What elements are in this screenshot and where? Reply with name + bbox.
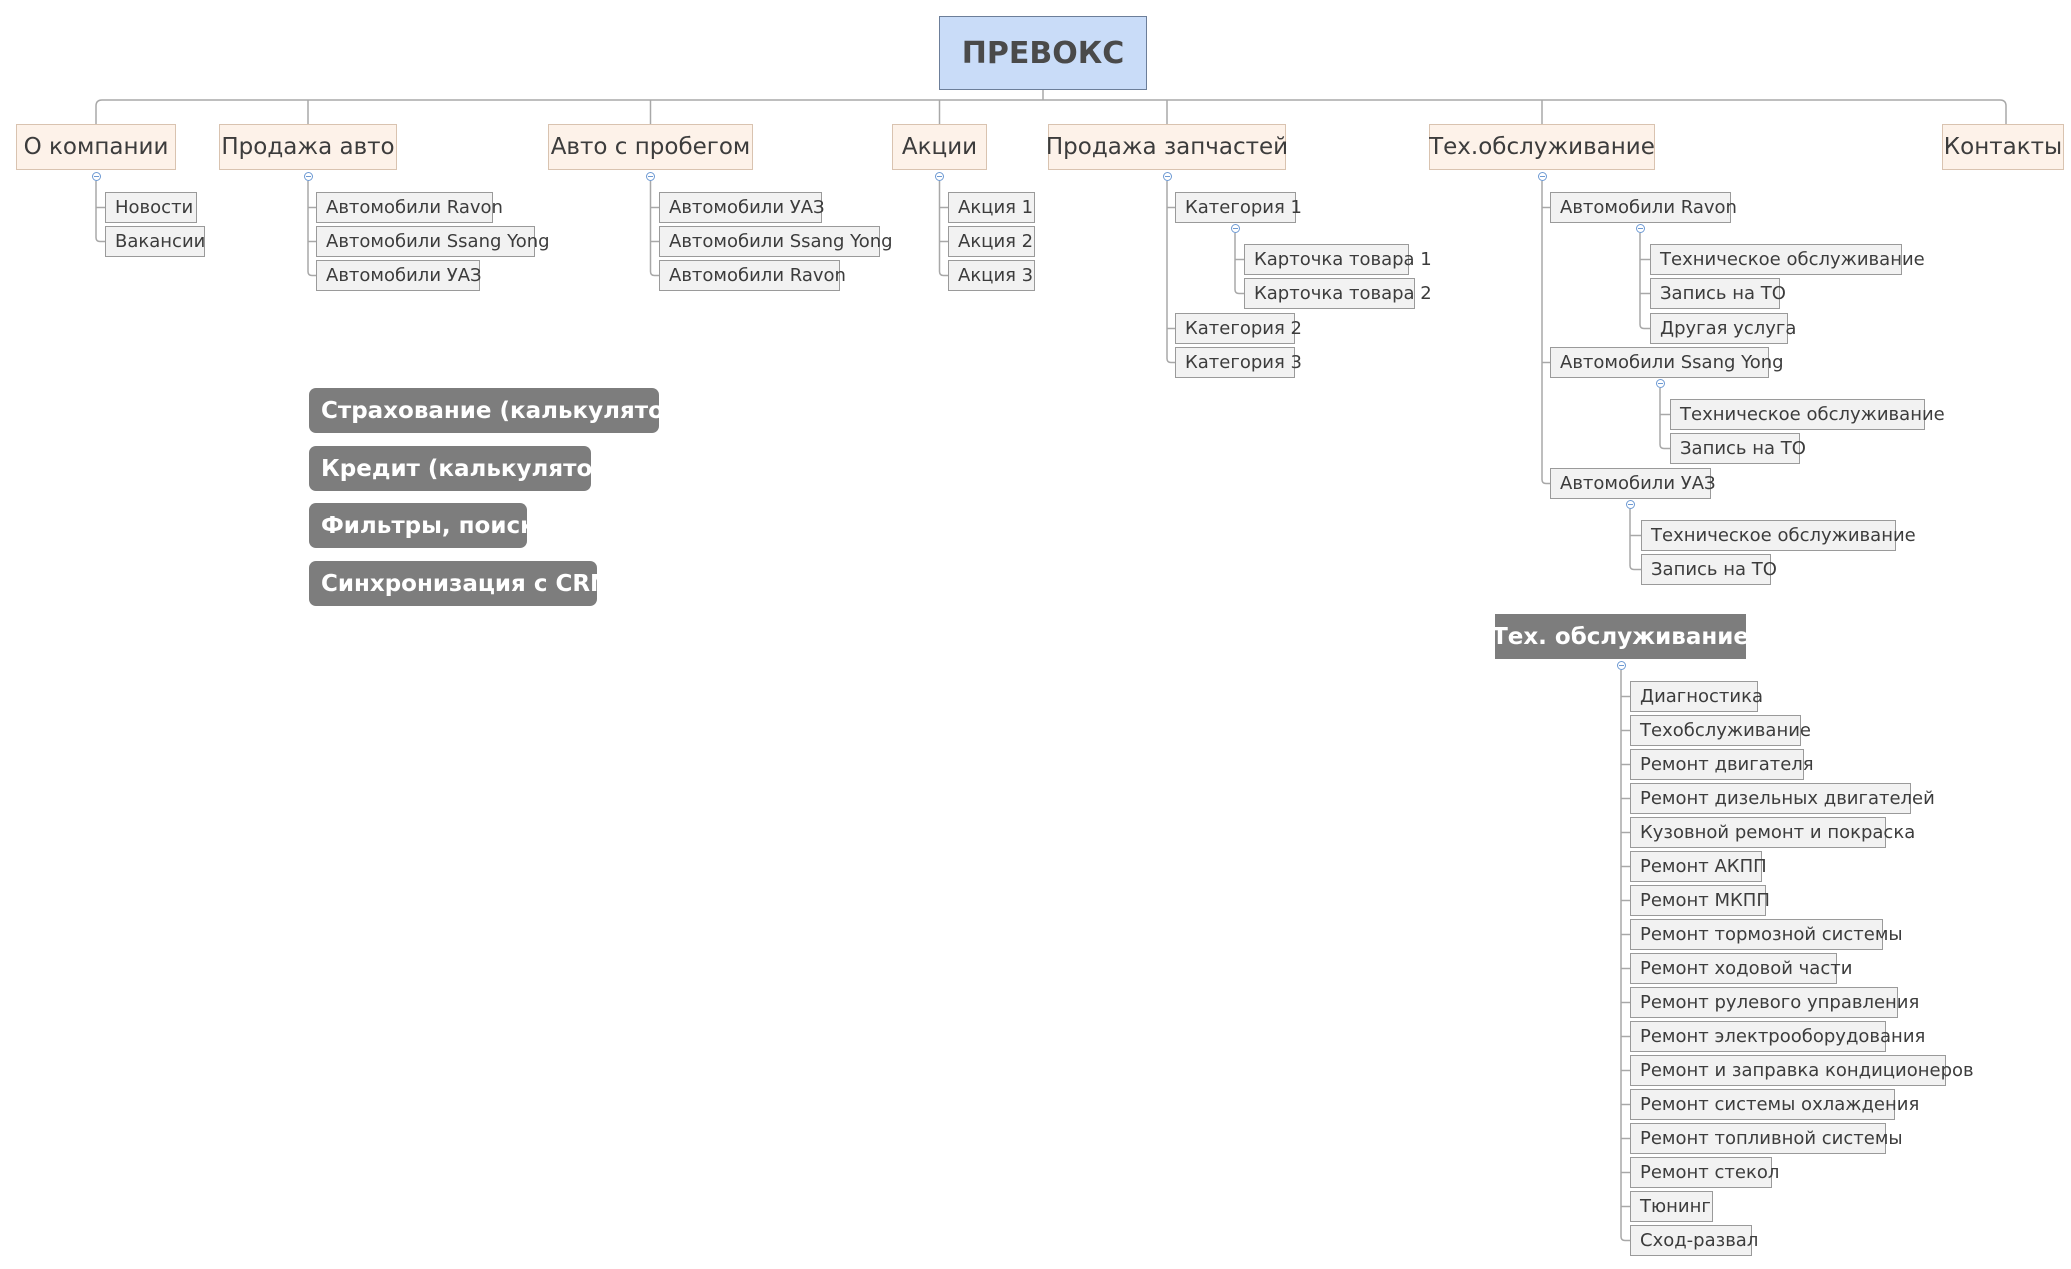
- branch-node[interactable]: Контакты: [1942, 124, 2064, 170]
- service-item-node[interactable]: Сход-развал: [1630, 1225, 1758, 1256]
- service-item-node[interactable]: Ремонт тормозной системы: [1630, 919, 1903, 950]
- collapse-toggle-icon[interactable]: [1162, 171, 1172, 181]
- service-item-node[interactable]: Ремонт ходовой части: [1630, 953, 1852, 984]
- connector-line: [1166, 181, 1175, 364]
- service-item-node[interactable]: Диагностика: [1630, 681, 1763, 712]
- feature-node[interactable]: Фильтры, поиск: [309, 503, 536, 548]
- root-node[interactable]: ПРЕВОКС: [939, 16, 1147, 90]
- service-item-node[interactable]: Ремонт системы охлаждения: [1630, 1089, 1919, 1120]
- branch-node[interactable]: Продажа запчастей: [1046, 124, 1288, 170]
- leaf-node[interactable]: Автомобили Ssang Yong: [316, 226, 550, 257]
- service-node[interactable]: Техническое обслуживание: [1641, 520, 1916, 551]
- connector-line: [307, 181, 316, 277]
- service-item-node[interactable]: Ремонт электрооборудования: [1630, 1021, 1925, 1052]
- leaf-node[interactable]: Акция 1: [948, 192, 1035, 223]
- collapse-toggle-icon[interactable]: [935, 171, 944, 181]
- brand-node[interactable]: Автомобили УАЗ: [1550, 468, 1716, 499]
- connector-line: [1234, 233, 1244, 295]
- collapse-toggle-icon[interactable]: [1230, 223, 1240, 233]
- service-item-node[interactable]: Ремонт стекол: [1630, 1157, 1779, 1188]
- connector-line: [1620, 670, 1630, 1242]
- service-node[interactable]: Запись на ТО: [1641, 554, 1777, 585]
- feature-node[interactable]: Страхование (калькулятор): [309, 388, 691, 433]
- leaf-node[interactable]: Автомобили Ravon: [659, 260, 846, 291]
- service-node[interactable]: Техническое обслуживание: [1650, 244, 1925, 275]
- service-item-node[interactable]: Ремонт рулевого управления: [1630, 987, 1919, 1018]
- connector-line: [1541, 181, 1550, 485]
- collapse-toggle-icon[interactable]: [646, 171, 655, 181]
- feature-node[interactable]: Кредит (калькулятор): [309, 446, 619, 491]
- service-node[interactable]: Запись на ТО: [1650, 278, 1786, 309]
- leaf-node[interactable]: Новости: [105, 192, 197, 223]
- service-item-node[interactable]: Тюнинг: [1630, 1191, 1713, 1222]
- branch-node[interactable]: Авто с пробегом: [548, 124, 753, 170]
- connector-line: [95, 181, 105, 243]
- product-card-node[interactable]: Карточка товара 2: [1244, 278, 1432, 309]
- branch-node[interactable]: О компании: [16, 124, 176, 170]
- feature-node[interactable]: Синхронизация с CRM: [309, 561, 613, 606]
- service-item-node[interactable]: Ремонт и заправка кондиционеров: [1630, 1055, 1974, 1086]
- branch-node[interactable]: Тех.обслуживание: [1429, 124, 1655, 170]
- category-node[interactable]: Категория 2: [1175, 313, 1302, 344]
- leaf-node[interactable]: Автомобили Ssang Yong: [659, 226, 893, 257]
- category-node[interactable]: Категория 3: [1175, 347, 1302, 378]
- collapse-toggle-icon[interactable]: [91, 171, 101, 181]
- service-node[interactable]: Запись на ТО: [1670, 433, 1806, 464]
- collapse-toggle-icon[interactable]: [1625, 499, 1635, 509]
- brand-node[interactable]: Автомобили Ravon: [1550, 192, 1737, 223]
- leaf-node[interactable]: Акция 3: [948, 260, 1035, 291]
- brand-node[interactable]: Автомобили Ssang Yong: [1550, 347, 1784, 378]
- leaf-node[interactable]: Автомобили УАЗ: [316, 260, 482, 291]
- collapse-toggle-icon[interactable]: [1616, 660, 1626, 670]
- service-topic-node[interactable]: Тех. обслуживание: [1492, 614, 1749, 659]
- collapse-toggle-icon[interactable]: [1635, 223, 1645, 233]
- connector-line: [1659, 388, 1670, 450]
- branch-node[interactable]: Акции: [892, 124, 987, 170]
- collapse-toggle-icon[interactable]: [1655, 378, 1665, 388]
- connector-line: [95, 99, 2007, 124]
- collapse-toggle-icon[interactable]: [303, 171, 313, 181]
- connector-line: [1629, 509, 1641, 571]
- product-card-node[interactable]: Карточка товара 1: [1244, 244, 1432, 275]
- connector-line: [1639, 233, 1650, 330]
- leaf-node[interactable]: Акция 2: [948, 226, 1035, 257]
- service-item-node[interactable]: Техобслуживание: [1630, 715, 1811, 746]
- service-item-node[interactable]: Кузовной ремонт и покраска: [1630, 817, 1915, 848]
- service-item-node[interactable]: Ремонт двигателя: [1630, 749, 1814, 780]
- service-node[interactable]: Другая услуга: [1650, 313, 1796, 344]
- leaf-node[interactable]: Автомобили УАЗ: [659, 192, 825, 223]
- leaf-node[interactable]: Вакансии: [105, 226, 205, 257]
- collapse-toggle-icon[interactable]: [1537, 171, 1547, 181]
- branch-node[interactable]: Продажа авто: [219, 124, 397, 170]
- connector-line: [938, 181, 948, 277]
- leaf-node[interactable]: Автомобили Ravon: [316, 192, 503, 223]
- service-item-node[interactable]: Ремонт топливной системы: [1630, 1123, 1903, 1154]
- connector-line: [649, 181, 659, 277]
- category-node[interactable]: Категория 1: [1175, 192, 1302, 223]
- service-item-node[interactable]: Ремонт АКПП: [1630, 851, 1767, 882]
- service-item-node[interactable]: Ремонт МКПП: [1630, 885, 1770, 916]
- service-node[interactable]: Техническое обслуживание: [1670, 399, 1945, 430]
- service-item-node[interactable]: Ремонт дизельных двигателей: [1630, 783, 1935, 814]
